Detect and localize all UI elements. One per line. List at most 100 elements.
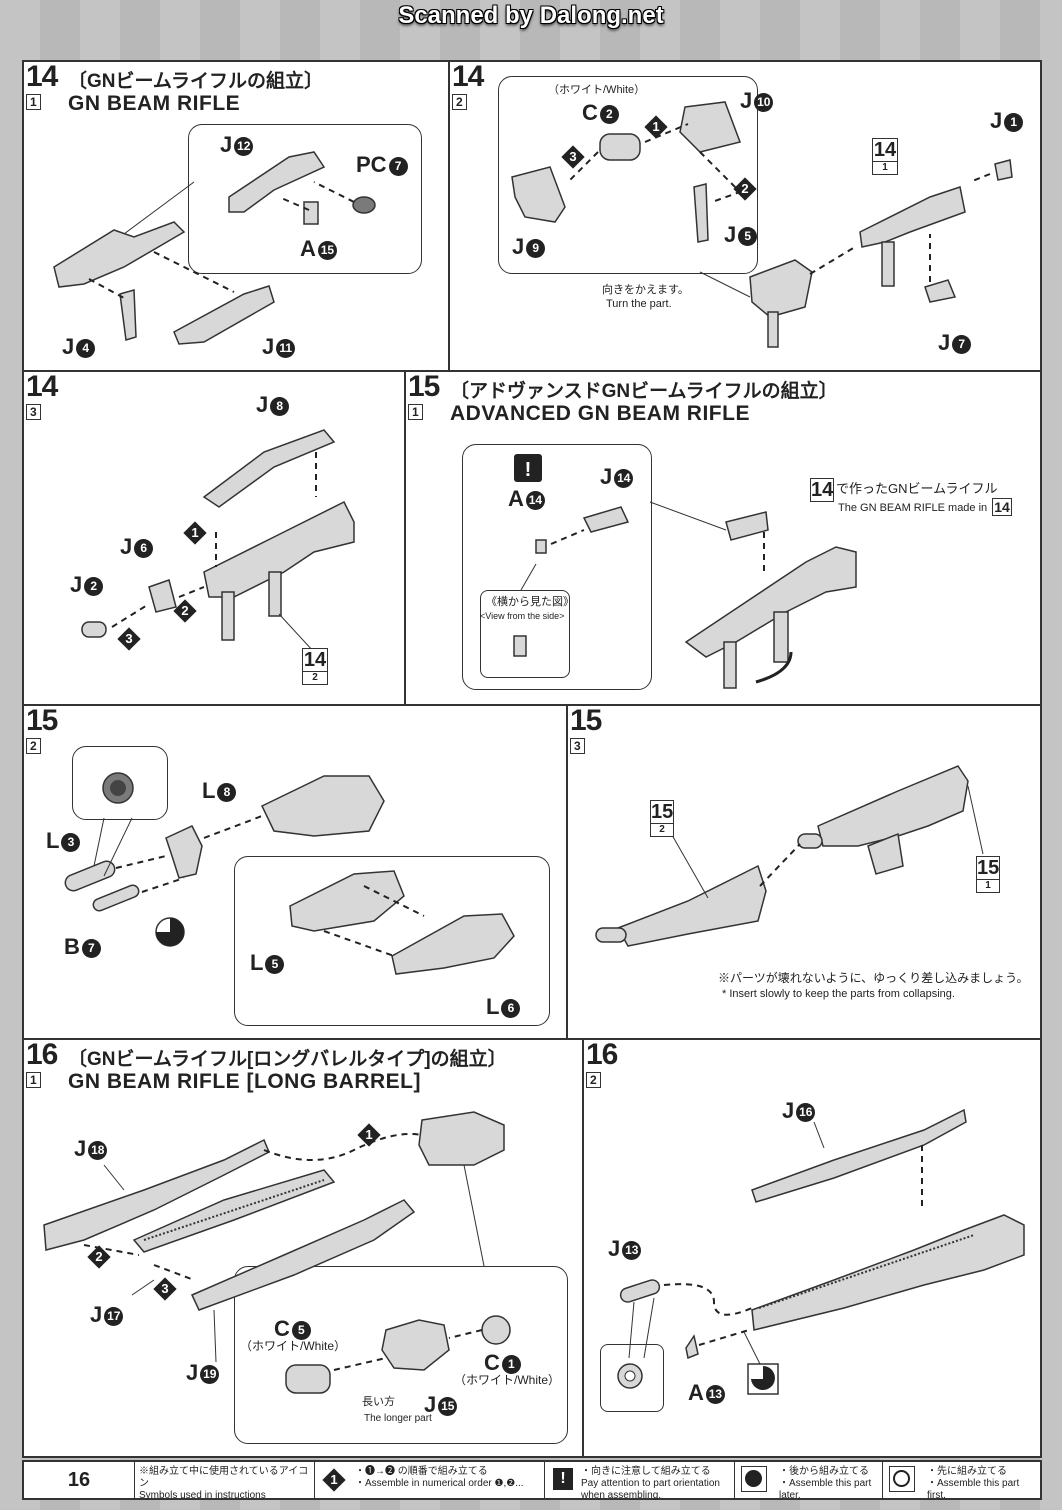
attention-icon: ! (553, 1468, 573, 1490)
step-number: 14 (24, 370, 60, 403)
step-number: 16 (584, 1038, 620, 1071)
symbol-order-jp: ・❶→❷ の順番で組み立てる (355, 1466, 488, 1477)
symbol-order-en: ・Assemble in numerical order ❶,❷... (355, 1478, 524, 1489)
side-view-label-jp: 《横から見た図》 (486, 596, 574, 608)
rifle-assembly-drawing (81, 429, 355, 653)
part-color-c1: （ホワイト/White） (454, 1373, 561, 1387)
side-view-label-en: <View from the side> (480, 611, 565, 621)
step-reference-14-inline: 14 (992, 498, 1012, 516)
order-marker-2: 2 (733, 177, 757, 201)
symbol-first-jp: ・先に組み立てる (927, 1466, 1007, 1477)
insert-note-en: * Insert slowly to keep the parts from c… (722, 988, 955, 1000)
page-number: 16 (67, 1469, 91, 1491)
part-color-note: （ホワイト/White） (548, 84, 646, 96)
turn-note-jp: 向きをかえます。 (602, 284, 689, 296)
longer-part-en: The longer part (364, 1413, 432, 1424)
made-in-note-en: The GN BEAM RIFLE made in (838, 502, 988, 514)
step-number: 14 (450, 60, 486, 93)
step-title-en: ADVANCED GN BEAM RIFLE (450, 402, 750, 425)
longer-part-jp: 長い方 (362, 1396, 395, 1408)
step-title-en: GN BEAM RIFLE [LONG BARREL] (68, 1070, 421, 1093)
symbol-order: 1 ・❶→❷ の順番で組み立てる ・Assemble in numerical … (314, 1462, 544, 1498)
rifle-assembly-drawing: ! (513, 454, 857, 689)
order-marker-3: 3 (153, 1277, 177, 1301)
long-barrel-assembly-drawing (43, 1111, 511, 1394)
substep-number: 2 (452, 94, 467, 110)
insert-note-jp: ※パーツが壊れないように、ゆっくり差し込みましょう。 (718, 971, 1029, 985)
turn-note-en: Turn the part. (606, 298, 672, 310)
step-title-jp: 〔GNビームライフル[ロングバレルタイプ]の組立〕 (68, 1049, 507, 1070)
step-title-en: GN BEAM RIFLE (68, 92, 241, 115)
step-number: 16 (24, 1038, 60, 1071)
order-marker-1: 1 (183, 521, 207, 545)
substep-number: 1 (408, 404, 423, 420)
symbol-later-jp: ・後から組み立てる (779, 1466, 869, 1477)
long-barrel-assembly-drawing (617, 1108, 1025, 1395)
step-16-1-panel: 16 1 〔GNビームライフル[ロングバレルタイプ]の組立〕 GN BEAM R… (22, 1038, 584, 1458)
symbols-heading-en: Symbols used in instructions (139, 1490, 266, 1501)
order-marker-3: 3 (117, 627, 141, 651)
symbols-heading: ※組み立て中に使用されているアイコン Symbols used in instr… (134, 1462, 314, 1501)
scan-watermark: Scanned by Dalong.net (398, 2, 664, 29)
assemble-first-icon (889, 1466, 915, 1492)
symbol-later-en: ・Assemble this part later. (779, 1478, 872, 1501)
symbol-first-en: ・Assemble this part first. (927, 1478, 1020, 1501)
part-color-c5: （ホワイト/White） (240, 1339, 347, 1353)
substep-number: 3 (570, 738, 585, 754)
step-number: 15 (568, 704, 604, 737)
symbol-first: ・先に組み立てる ・Assemble this part first. (882, 1462, 1040, 1501)
step-number: 15 (406, 370, 442, 403)
rifle-assembly-drawing (64, 772, 515, 975)
substep-number: 1 (26, 94, 41, 110)
assemble-later-icon (741, 1466, 767, 1492)
substep-number: 1 (26, 1072, 41, 1088)
side-view-bubble (480, 590, 570, 678)
symbol-orientation-en: Pay attention to part orientation when a… (581, 1478, 720, 1501)
step-title-jp: 〔GNビームライフルの組立〕 (68, 71, 323, 92)
symbol-later: ・後から組み立てる ・Assemble this part later. (734, 1462, 882, 1501)
order-marker-2: 2 (87, 1245, 111, 1269)
rifle-assembly-drawing (595, 765, 984, 947)
order-marker-3: 3 (561, 145, 585, 169)
order-marker-1: 1 (357, 1123, 381, 1147)
substep-number: 2 (26, 738, 41, 754)
made-in-note-jp: で作ったGNビームライフル (836, 481, 998, 496)
substep-number: 2 (586, 1072, 601, 1088)
step-reference-14: 14 (810, 478, 834, 502)
order-symbol-icon: 1 (322, 1468, 346, 1492)
substep-number: 3 (26, 404, 41, 420)
rifle-assembly-drawing (511, 101, 1013, 348)
